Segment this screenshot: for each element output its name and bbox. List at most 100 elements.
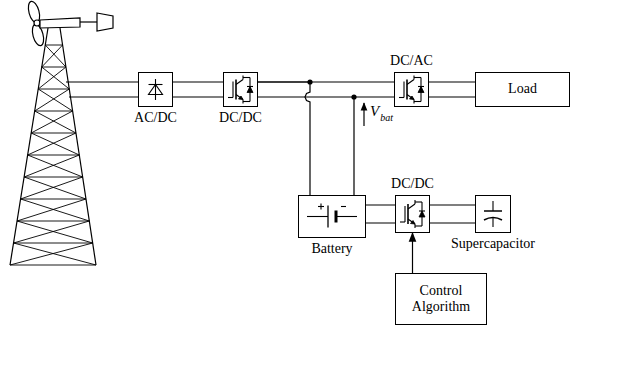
tower-lattice	[10, 45, 96, 265]
block-name: Supercapacitor	[451, 236, 535, 252]
block-name: Battery	[311, 241, 352, 257]
box-label: Control Algorithm	[402, 283, 480, 315]
symbol-stroke	[341, 206, 346, 207]
symbol-stroke	[408, 219, 415, 224]
lattice-strut	[21, 199, 90, 221]
symbol-stroke	[484, 210, 502, 212]
block-name: DC/DC	[391, 176, 434, 192]
block-name: DC/AC	[390, 53, 433, 69]
power-wire	[366, 205, 395, 223]
box-label: Load	[508, 81, 537, 97]
symbol-stroke	[399, 97, 404, 98]
block-name: AC/DC	[134, 110, 177, 126]
control-arrow	[412, 233, 413, 273]
lattice-strut	[38, 89, 72, 111]
lattice-strut	[14, 221, 90, 243]
rectifier-box: AC/DC	[138, 72, 173, 107]
lattice-strut	[35, 89, 70, 111]
battery-box: Battery	[298, 195, 366, 238]
symbol-fill	[247, 87, 253, 93]
voltage-subscript: bat	[380, 113, 393, 123]
igbt-symbol	[396, 196, 429, 232]
symbol-stroke	[400, 221, 405, 222]
turbine-tail-boom	[80, 21, 97, 22]
power-wire	[429, 82, 475, 97]
diode-symbol	[149, 85, 163, 95]
symbol-stroke	[235, 80, 237, 100]
symbol-stroke	[236, 95, 243, 100]
symbol-stroke	[407, 80, 414, 85]
symbol-stroke	[149, 84, 163, 85]
symbol-stroke	[232, 82, 233, 98]
power-wire	[258, 82, 354, 195]
symbol-stroke	[228, 97, 233, 98]
symbol-fill	[419, 211, 425, 217]
symbol-stroke	[407, 95, 414, 100]
symbol-stroke	[236, 80, 243, 85]
lattice-strut	[28, 155, 80, 156]
lattice-strut	[38, 89, 69, 90]
voltage-arrow	[363, 103, 364, 126]
symbol-stroke	[407, 204, 409, 224]
lattice-strut	[17, 221, 89, 222]
control-box: Control Algorithm	[395, 273, 487, 325]
power-wire	[430, 205, 475, 223]
lattice-strut	[42, 45, 63, 67]
power-wire	[258, 82, 394, 97]
lattice-strut	[35, 111, 73, 112]
lattice-strut	[31, 133, 76, 134]
lattice-strut	[28, 133, 76, 155]
lattice-strut	[28, 155, 83, 177]
symbol-stroke	[320, 204, 321, 210]
symbol-stroke	[418, 86, 424, 87]
symbol-stroke	[336, 216, 357, 217]
lattice-strut	[42, 67, 70, 89]
symbol-stroke	[415, 225, 422, 226]
lattice-strut	[17, 221, 93, 243]
symbol-stroke	[247, 86, 253, 87]
turbine-tail-fin	[97, 13, 113, 31]
lattice-strut	[14, 243, 93, 244]
lattice-strut	[17, 199, 86, 221]
symbol-stroke	[414, 101, 421, 102]
lattice-strut	[24, 177, 86, 199]
symbol-stroke	[408, 204, 415, 209]
lattice-strut	[45, 45, 62, 46]
wind-turbine	[10, 0, 113, 265]
symbol-stroke	[307, 216, 328, 217]
symbol-fill	[411, 221, 416, 225]
lattice-strut	[24, 155, 79, 177]
battery-symbol	[299, 196, 365, 237]
tower-leg	[60, 28, 96, 265]
block-name: DC/DC	[219, 110, 262, 126]
symbol-stroke	[243, 77, 250, 78]
cap-symbol	[476, 196, 510, 232]
converter-box: DC/DC	[395, 195, 430, 233]
diode-symbol	[139, 73, 172, 106]
symbol-stroke	[335, 211, 338, 223]
load-box: Load	[475, 72, 570, 107]
voltage-symbol: V	[370, 104, 379, 119]
lattice-strut	[31, 111, 72, 133]
symbol-stroke	[155, 79, 156, 100]
symbol-fill	[410, 96, 415, 100]
lattice-strut	[24, 177, 83, 178]
generator-wire	[69, 96, 138, 97]
turbine-nacelle	[40, 18, 80, 28]
lattice-strut	[21, 199, 86, 200]
symbol-stroke	[404, 206, 405, 222]
symbol-stroke	[419, 210, 425, 211]
igbt-symbol	[224, 73, 257, 106]
lattice-strut	[21, 177, 83, 199]
symbol-stroke	[327, 206, 328, 228]
turbine-hub	[34, 20, 40, 26]
lattice-strut	[31, 133, 79, 155]
symbol-stroke	[243, 101, 250, 102]
lattice-strut	[35, 111, 76, 133]
lattice-strut	[38, 67, 66, 89]
lattice-strut	[10, 243, 93, 265]
lattice-strut	[14, 243, 96, 265]
